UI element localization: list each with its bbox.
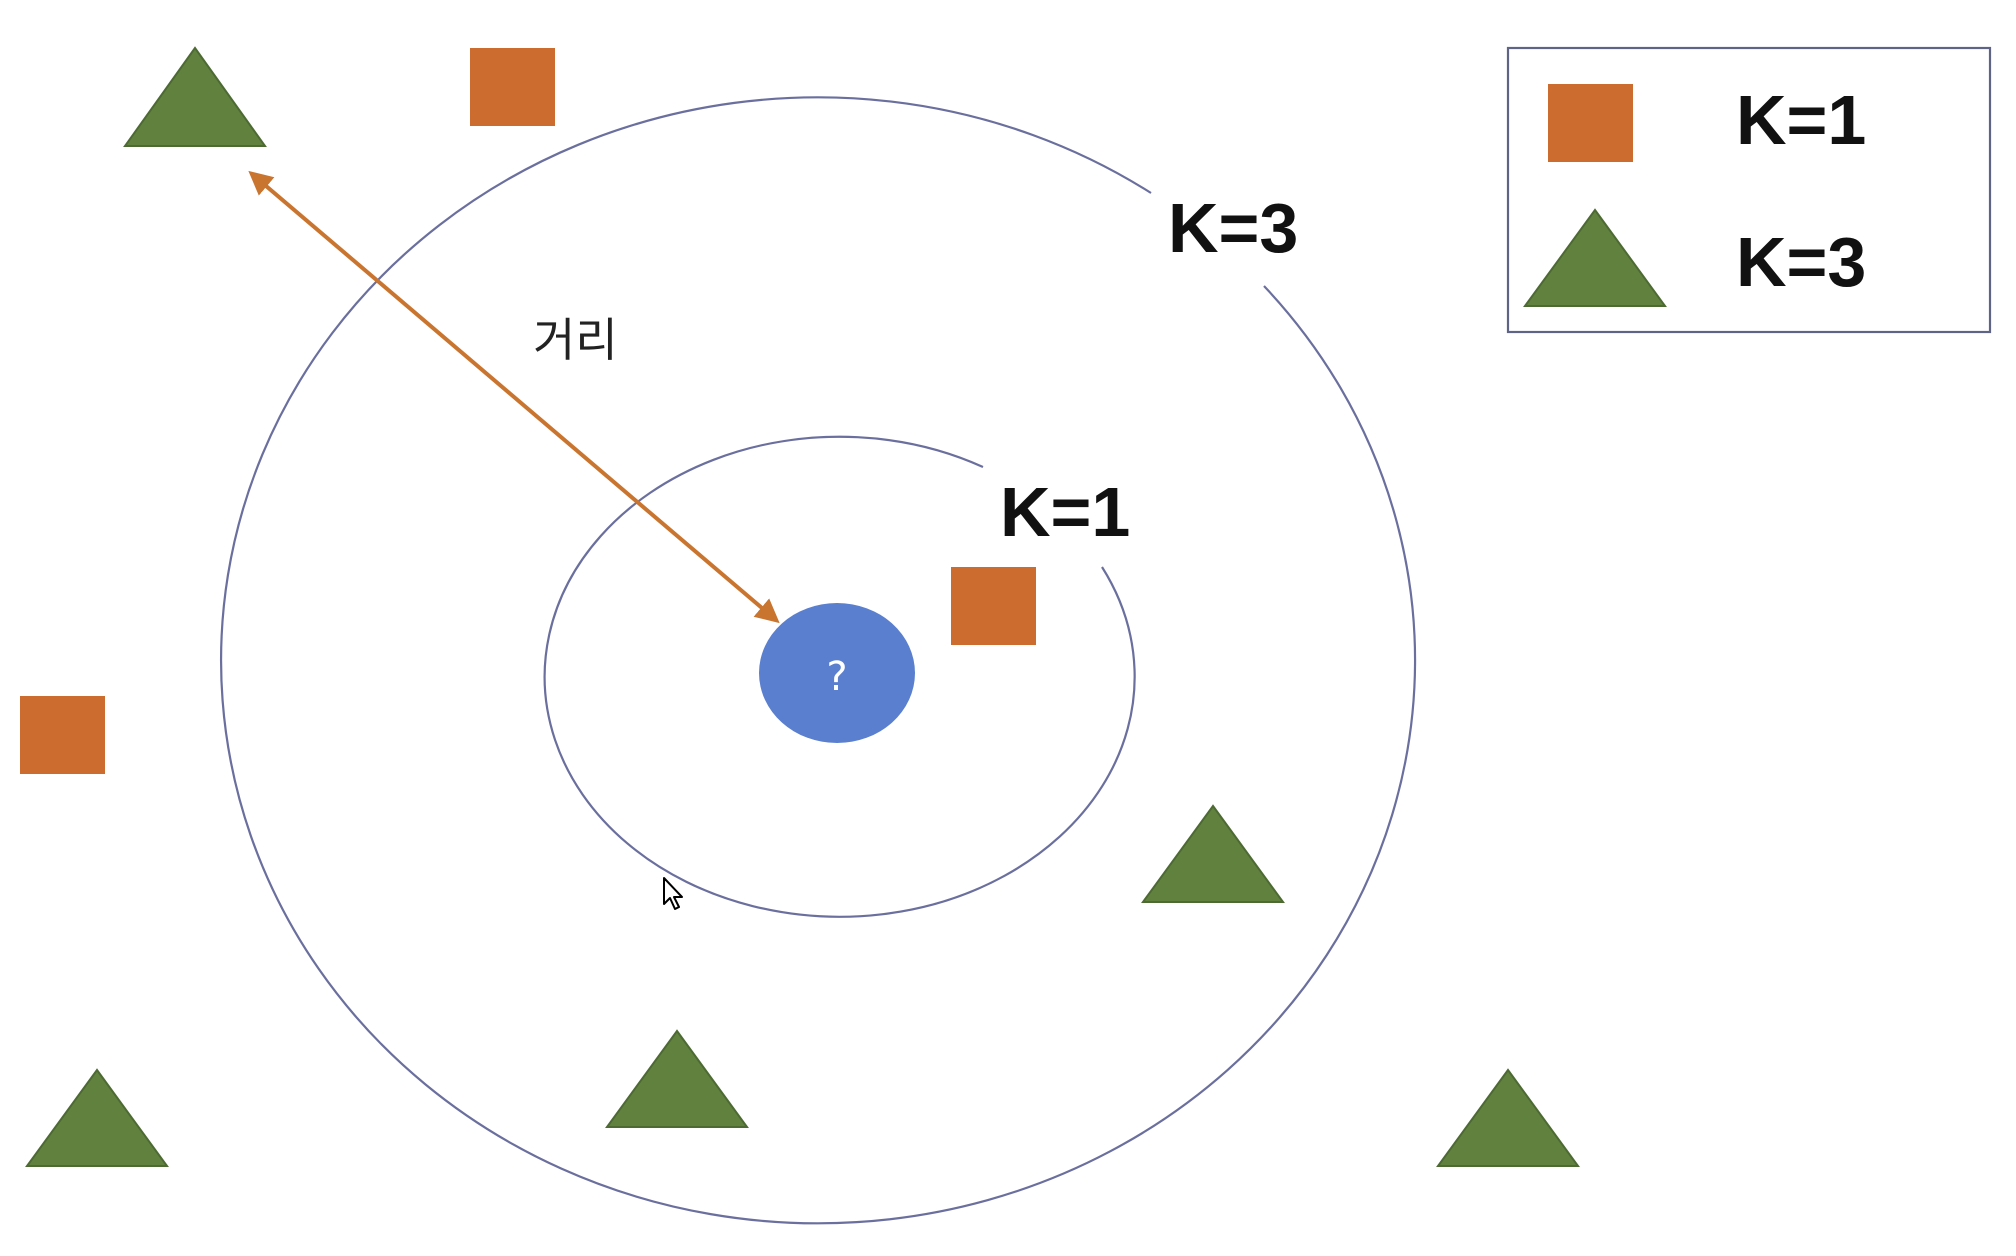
triangle-point (25, 1068, 169, 1167)
outer-circle-k3 (220, 96, 1417, 1225)
distance-label: 거리 (533, 313, 618, 367)
legend-item-square-label: K=1 (1736, 81, 1866, 159)
query-point (759, 603, 915, 743)
query-label: ? (826, 654, 847, 700)
distance-arrow (248, 170, 780, 624)
square-point (20, 696, 105, 774)
square-point (470, 48, 555, 126)
triangle-point (1141, 804, 1285, 903)
mouse-pointer-icon (663, 877, 683, 910)
inner-circle-label: K=1 (1000, 473, 1130, 551)
triangle-point (123, 46, 267, 147)
legend-triangle-swatch (1523, 208, 1667, 307)
outer-circle-label: K=3 (1168, 189, 1298, 267)
legend-square-swatch (1548, 84, 1633, 162)
legend: K=1 K=3 (1506, 46, 1992, 334)
triangle-point (605, 1029, 749, 1128)
legend-item-triangle-label: K=3 (1736, 223, 1866, 301)
triangle-point (1436, 1068, 1580, 1167)
square-point (951, 567, 1036, 645)
